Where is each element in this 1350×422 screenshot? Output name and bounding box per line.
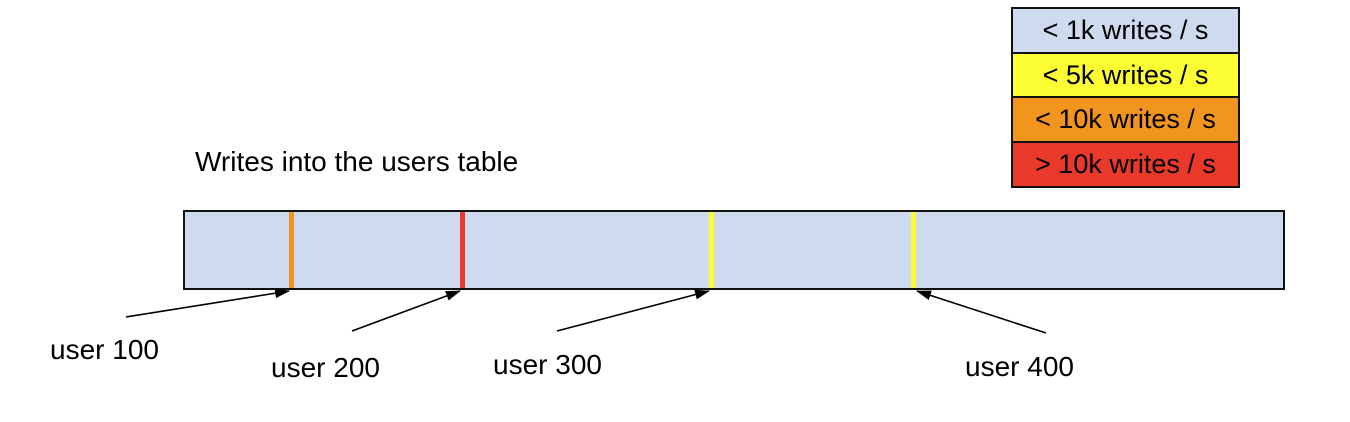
arrow-user-300: [556, 289, 710, 332]
legend-item-gt-10k: > 10k writes / s: [1011, 140, 1240, 188]
legend-item-lt-5k: < 5k writes / s: [1011, 51, 1240, 99]
legend-item-label: < 5k writes / s: [1042, 59, 1209, 90]
label-user-200: user 200: [271, 352, 380, 383]
diagram-title: Writes into the users table: [195, 146, 519, 177]
legend-item-lt-10k: < 10k writes / s: [1011, 96, 1240, 143]
tick-user-200: [460, 212, 465, 288]
label-user-100: user 100: [50, 334, 159, 365]
users-table-bar: [183, 210, 1285, 290]
tick-user-400: [911, 212, 916, 288]
arrow-user-100: [125, 288, 290, 318]
legend-item-label: < 1k writes / s: [1042, 15, 1209, 45]
arrow-user-400: [916, 290, 1047, 334]
arrow-user-200: [351, 290, 461, 332]
legend-item-label: > 10k writes / s: [1035, 148, 1216, 179]
label-user-400: user 400: [965, 351, 1074, 382]
legend-item-label: < 10k writes / s: [1035, 104, 1216, 134]
label-user-300: user 300: [493, 349, 602, 380]
tick-user-100: [289, 212, 294, 288]
legend: < 1k writes / s < 5k writes / s < 10k wr…: [1011, 7, 1240, 188]
legend-item-lt-1k: < 1k writes / s: [1011, 7, 1240, 54]
tick-user-300: [709, 212, 714, 288]
